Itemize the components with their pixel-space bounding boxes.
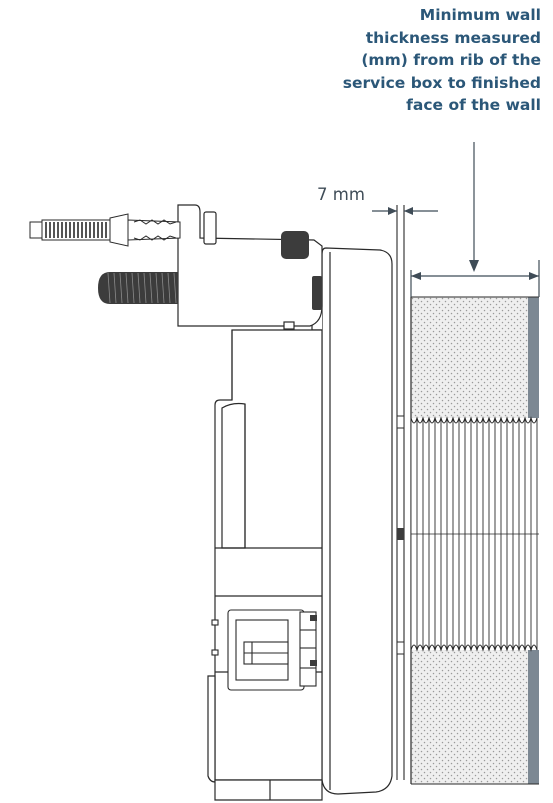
annotation-line-3: (mm) from rib of the bbox=[361, 51, 541, 69]
gap-dimension-label: 7 mm bbox=[317, 185, 365, 204]
annotation-line-2: thickness measured bbox=[365, 28, 541, 47]
expansion-anchor bbox=[29, 213, 181, 247]
service-box-body bbox=[207, 247, 393, 801]
wall-thickness-annotation: Minimum wall thickness measured (mm) fro… bbox=[241, 4, 541, 117]
service-box-plate bbox=[396, 205, 405, 780]
threaded-rod bbox=[98, 272, 178, 304]
corrugated-sleeve bbox=[410, 416, 539, 652]
clip-mechanism bbox=[211, 609, 317, 691]
gap-dimension bbox=[372, 207, 438, 215]
annotation-line-5: face of the wall bbox=[406, 96, 541, 114]
annotation-line-1: Minimum wall bbox=[419, 6, 541, 24]
mounting-bracket bbox=[177, 204, 323, 330]
wall-section bbox=[410, 296, 539, 785]
annotation-line-4: service box to finished bbox=[342, 73, 541, 92]
bracket-knob bbox=[281, 231, 309, 259]
wall-thickness-dimension bbox=[410, 142, 540, 297]
